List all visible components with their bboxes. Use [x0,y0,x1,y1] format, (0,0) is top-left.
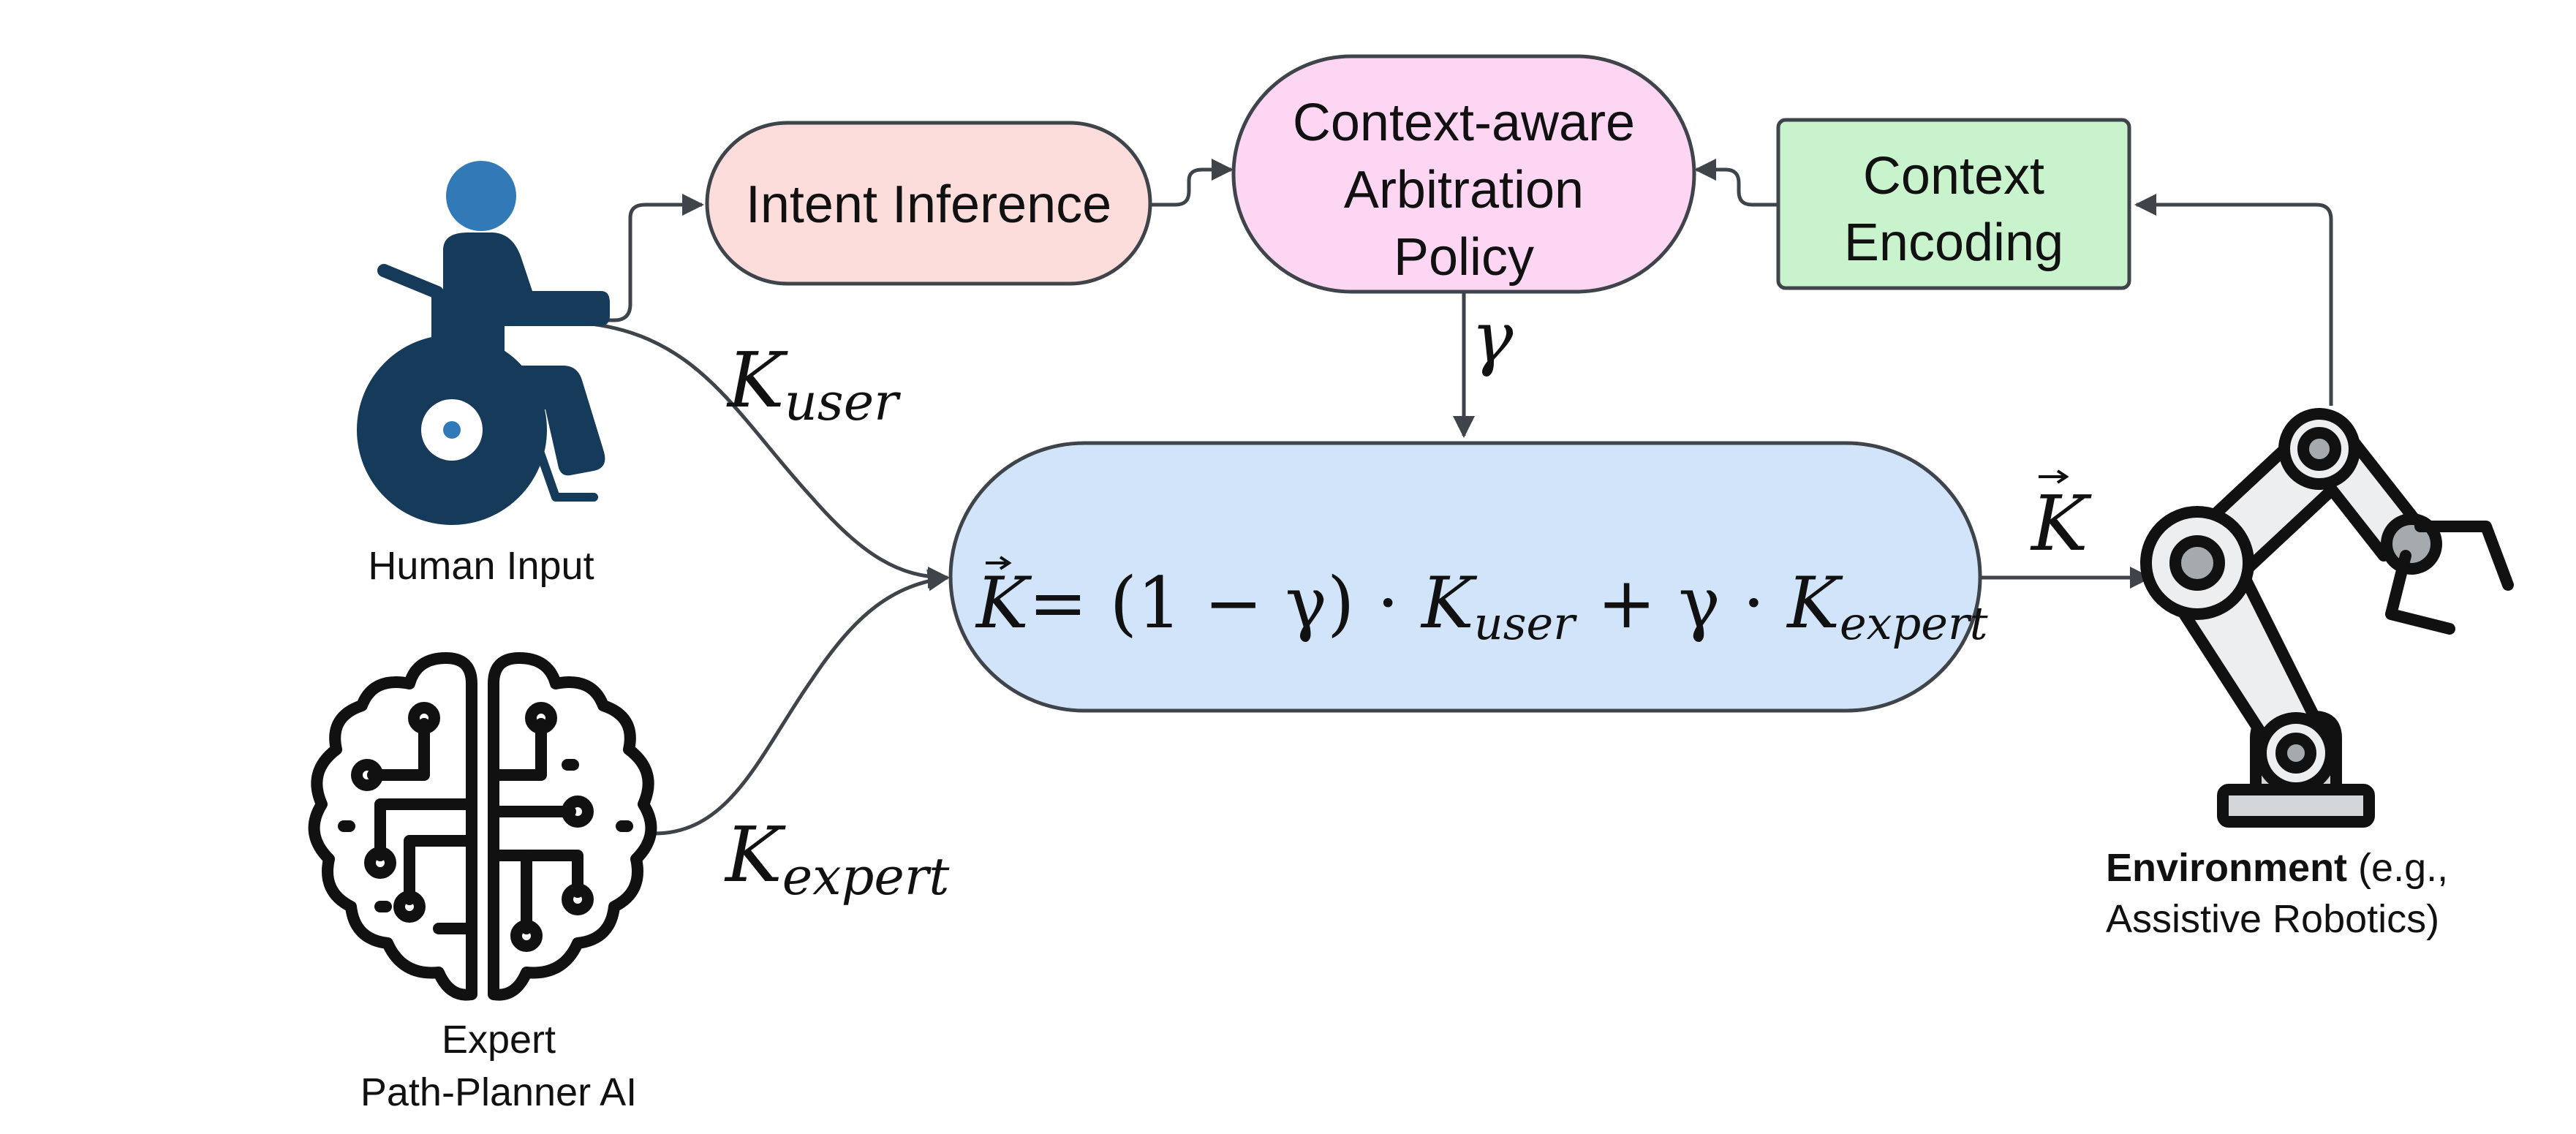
environment-caption-line-1: Environment (e.g., [2106,846,2448,890]
context-encoding-label-line-1: Context [1863,147,2044,205]
k-expert-edge-label-main: K [724,810,786,899]
environment-caption-line-2: Assistive Robotics) [2106,897,2439,941]
blend-k-user: K [1420,562,1478,644]
vector-arrow-icon [986,556,1012,570]
k-user-edge-label: Kuser [726,336,901,432]
context-encoding-node: Context Encoding [1776,118,2131,290]
blend-eq-part-2: + γ · [1575,562,1787,644]
context-encoding-label-line-2: Encoding [1844,213,2063,272]
k-expert-edge-label: Kexpert [724,810,950,907]
edge-human-to-blend [562,320,950,589]
blend-vec-k: K [975,562,1032,644]
environment-caption-rest: (e.g., [2347,846,2448,890]
blend-equation-node: K= (1 − γ) · Kuser + γ · Kexpert [948,441,1988,713]
k-user-edge-label-sub: user [785,372,901,432]
expert-caption-line-1: Expert [442,1018,556,1062]
intent-inference-label: Intent Inference [746,175,1111,234]
k-vector-edge-label-group: K [2030,469,2092,568]
arbitration-label-line-1: Context-aware [1293,94,1635,152]
k-vector-edge-label: K [2030,479,2092,568]
edge-context-to-arbitration [1694,159,1777,207]
blend-k-expert-sub: expert [1840,597,1988,650]
k-user-edge-label-main: K [726,336,788,425]
robot-arm-icon [2140,408,2514,828]
arbitration-label-line-3: Policy [1394,228,1534,287]
gamma-edge-label: γ [1471,297,1514,379]
arbitration-label-line-2: Arbitration [1344,161,1584,219]
environment-caption-bold: Environment [2106,846,2347,890]
wheelchair-user-icon [357,161,610,525]
edge-human-to-intent [570,194,704,322]
blend-eq-part-1: = (1 − γ) · [1029,562,1421,644]
k-expert-edge-label-sub: expert [782,847,951,907]
circuit-brain-icon [308,652,657,1001]
connectors [562,159,2333,836]
edge-expert-to-blend [654,569,950,836]
blend-equation: K= (1 − γ) · Kuser + γ · Kexpert [975,562,1988,650]
edge-intent-to-arbitration [1150,159,1234,207]
arbitration-policy-node: Context-aware Arbitration Policy [1231,54,1696,294]
intent-inference-node: Intent Inference [705,121,1152,286]
expert-caption-line-2: Path-Planner AI [360,1070,637,1114]
blend-k-expert: K [1786,562,1843,644]
human-input-caption: Human Input [368,544,594,588]
vector-arrow-icon [2039,469,2069,484]
blend-k-user-sub: user [1474,597,1577,650]
edge-robot-to-context [2134,194,2333,406]
